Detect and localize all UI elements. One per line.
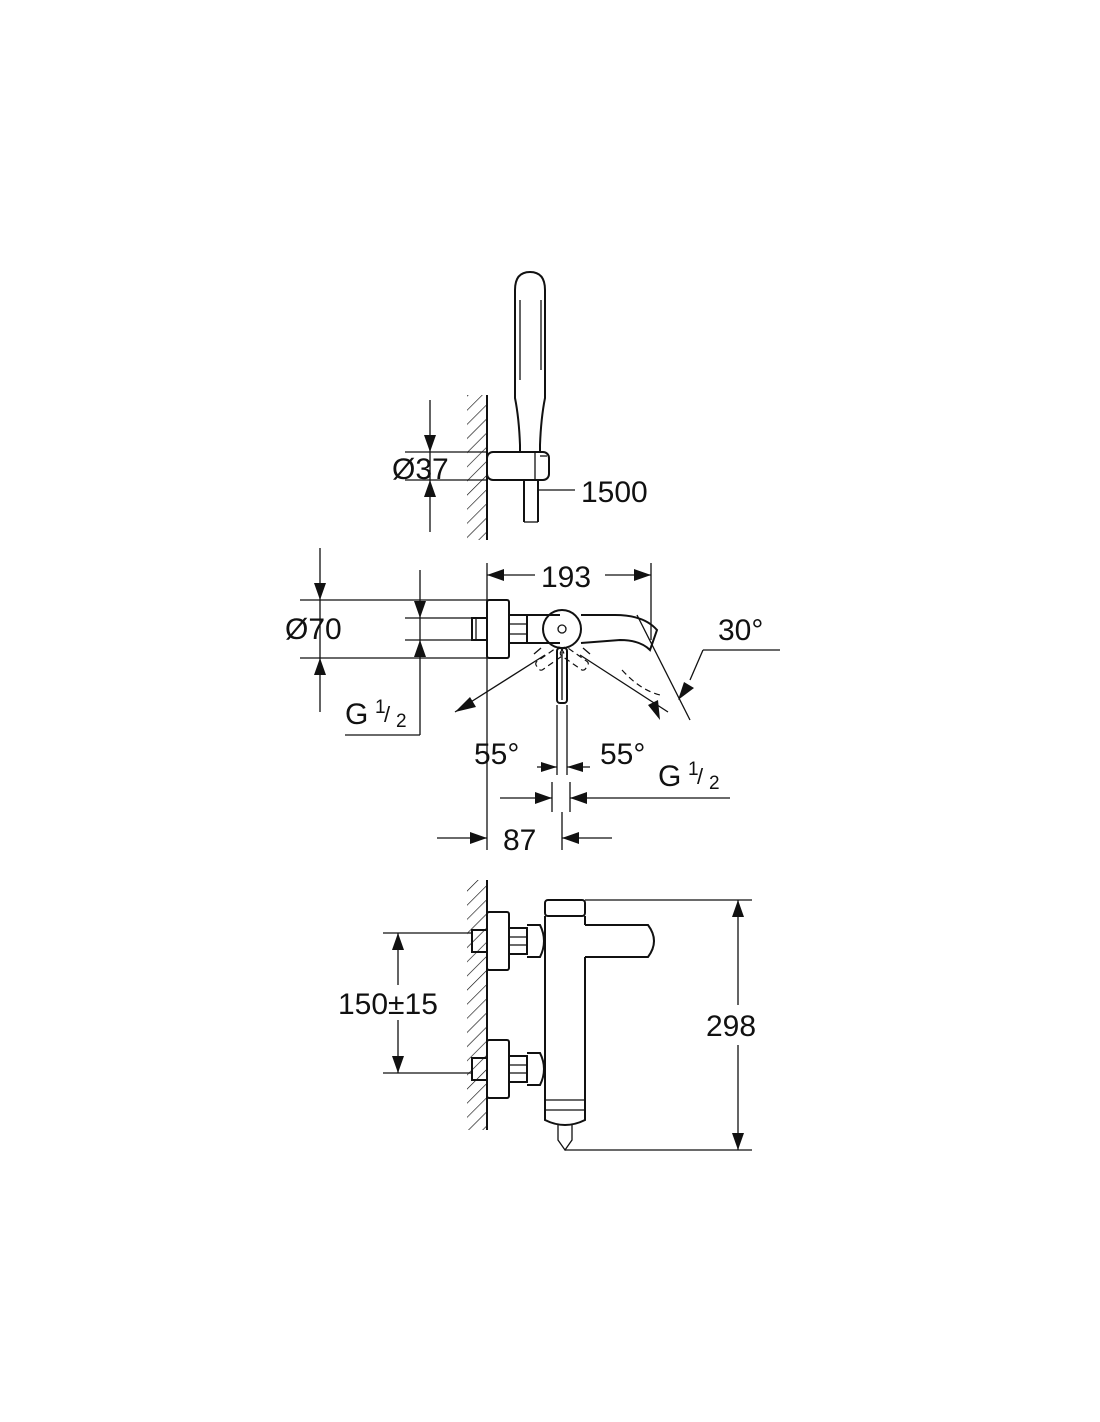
body-cap [544,899,586,917]
inlet-distance-label: 150±15 [338,988,438,1021]
hose-length-label: 1500 [581,476,648,509]
thread-top-denominator: 2 [396,711,407,732]
diverter [544,1085,586,1126]
front-lever [585,924,655,958]
svg-text:/: / [697,764,704,789]
wall-hatch [467,395,487,540]
holder-diameter-label: Ø37 [392,453,449,486]
flange-diameter-label: Ø70 [285,613,342,646]
total-depth-label: 193 [541,561,591,594]
hand-shower [514,270,546,453]
lever [556,647,568,704]
wall-flange [486,599,510,659]
wall-to-body-label: 87 [503,824,536,857]
total-height-label: 298 [706,1010,756,1043]
mixer-body [542,609,582,649]
upper-flange [486,911,510,971]
mixer-top-view: 193 [285,548,780,857]
thread-bottom-prefix: G [658,760,681,793]
wall-hatch-bottom [467,880,487,1130]
svg-text:/: / [384,702,391,727]
lower-flange [486,1039,510,1099]
connection-nut [508,614,528,644]
thread-top-numerator: 1 [375,697,386,718]
mixer-front-view: 150±15 298 [338,880,756,1152]
hand-shower-view: Ø37 1500 [392,270,648,540]
spout-angle-label: 30° [718,614,763,647]
lever-angle-left-label: 55° [474,738,519,771]
shower-holder [486,451,550,481]
thread-bottom-denominator: 2 [709,773,720,794]
thread-bottom-numerator: 1 [688,759,699,780]
thread-top-prefix: G [345,698,368,731]
lever-angle-right-label: 55° [600,738,645,771]
spout [580,614,659,652]
